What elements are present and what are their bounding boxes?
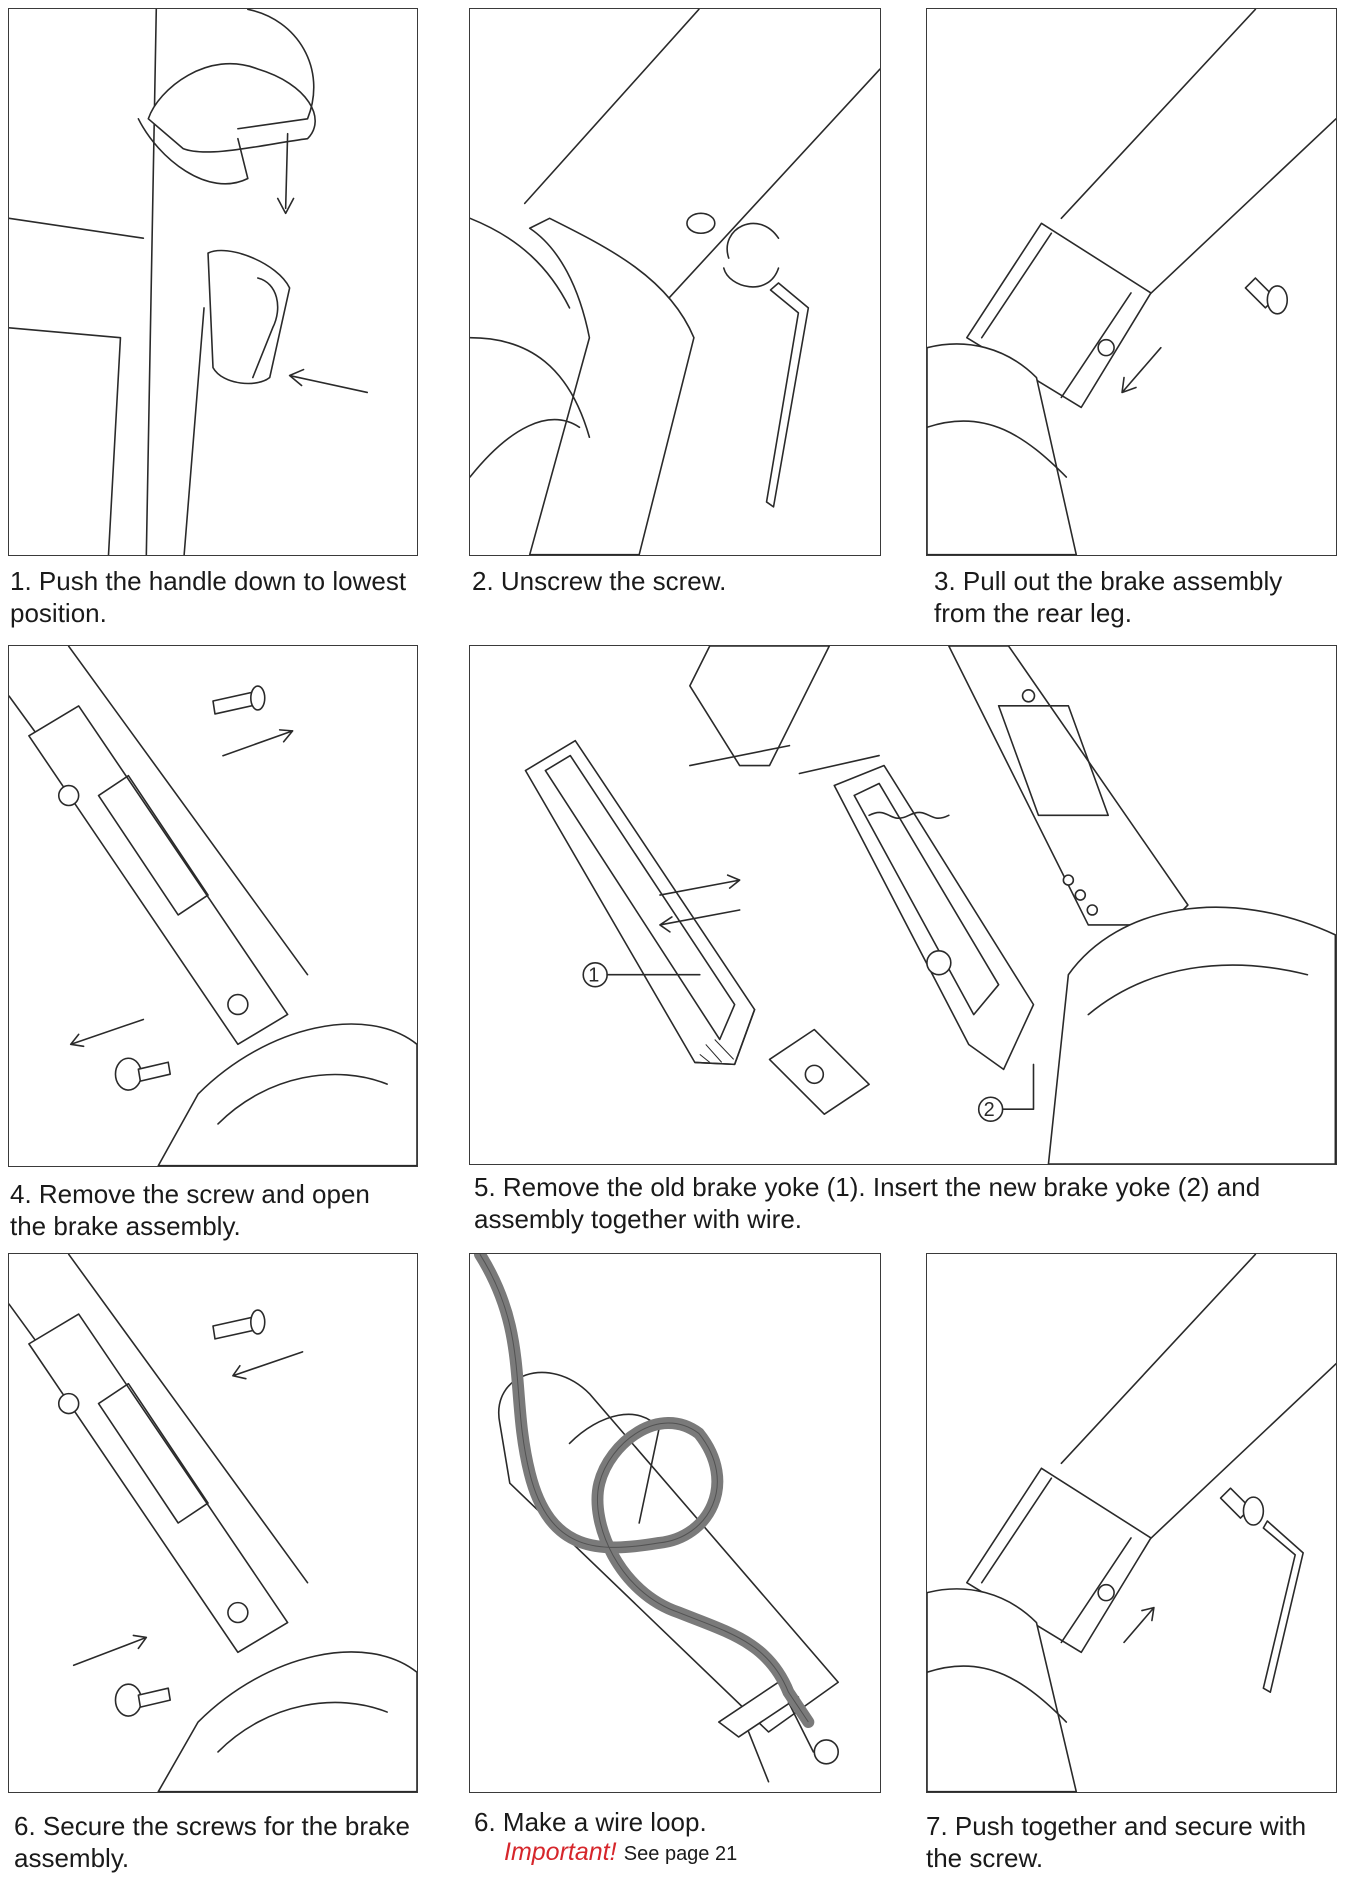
step-3-caption: 3. Pull out the brake assembly from the … (934, 566, 1283, 628)
open-brake-assembly-drawing (9, 646, 417, 1166)
step-4-illustration (8, 645, 418, 1167)
callout-2: 2 (984, 1099, 995, 1121)
step-2-illustration (469, 8, 881, 556)
step-6b-illustration (469, 1253, 881, 1793)
step-6-caption: 6. Secure the screws for the brake assem… (14, 1811, 410, 1873)
step-5-illustration: 1 2 (469, 645, 1337, 1165)
important-label: Important! (504, 1838, 617, 1866)
replace-brake-yoke-drawing: 1 2 (524, 646, 1336, 1164)
callout-1: 1 (588, 965, 599, 987)
see-page-note: See page 21 (623, 1843, 738, 1865)
step-1-illustration (8, 8, 418, 556)
unscrew-screw-drawing (470, 9, 880, 555)
step-6b-caption: 6. Make a wire loop. Important! See page… (474, 1806, 874, 1867)
step-1-caption: 1. Push the handle down to lowest positi… (10, 566, 407, 628)
wire-loop-drawing (473, 1254, 839, 1783)
step-4-caption: 4. Remove the screw and open the brake a… (10, 1179, 370, 1241)
secure-screws-drawing (9, 1254, 417, 1792)
step-6-illustration (8, 1253, 418, 1793)
step-7-illustration (926, 1253, 1337, 1793)
step-5-caption: 5. Remove the old brake yoke (1). Insert… (474, 1172, 1261, 1234)
pull-out-brake-drawing (927, 9, 1336, 555)
step-7-caption: 7. Push together and secure with the scr… (926, 1811, 1307, 1873)
step-6b-text: 6. Make a wire loop. (474, 1807, 707, 1837)
handle-push-down-drawing (9, 9, 369, 555)
step-2-caption: 2. Unscrew the screw. (472, 566, 727, 596)
push-together-drawing (927, 1254, 1336, 1792)
step-3-illustration (926, 8, 1337, 556)
